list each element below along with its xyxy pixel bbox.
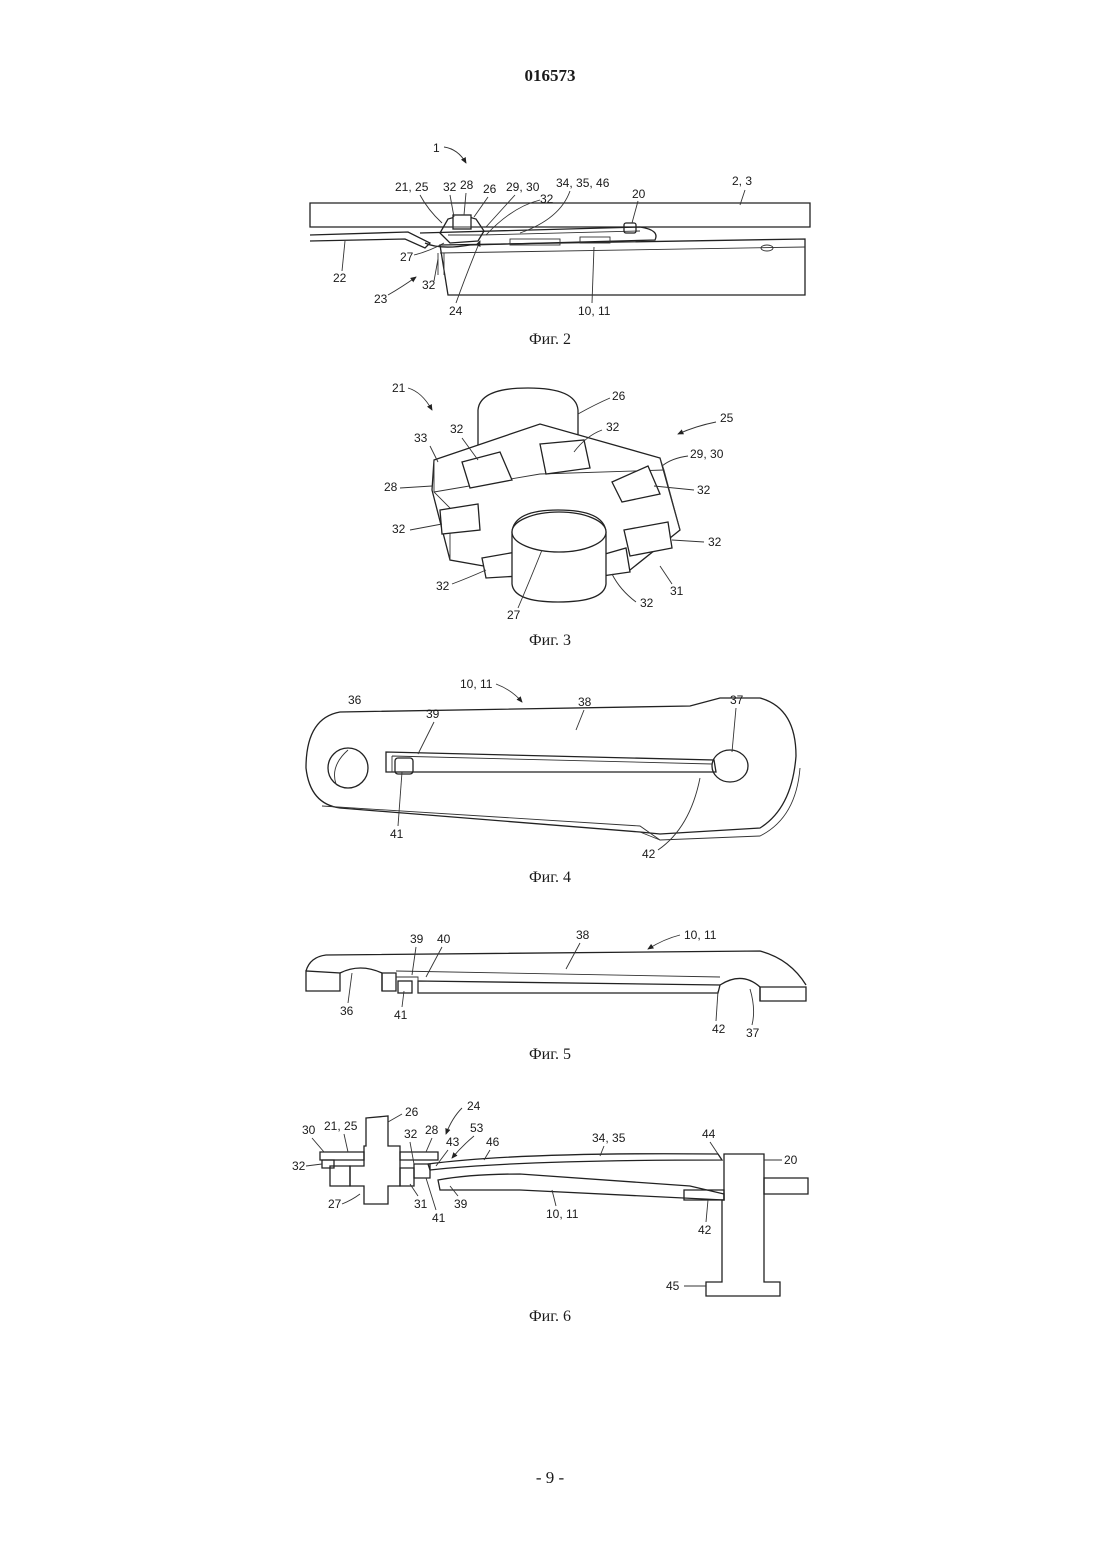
fig6-label-26: 26 [405, 1105, 419, 1119]
fig6-label-31: 31 [414, 1197, 428, 1211]
document-number: 016573 [0, 66, 1100, 86]
fig3-label-29-30: 29, 30 [690, 447, 724, 461]
figure-4: 10, 11 38 36 39 37 41 42 Фиг. 4 [0, 668, 1100, 898]
fig3-label-32f: 32 [436, 579, 450, 593]
fig6-label-41: 41 [432, 1211, 446, 1225]
fig2-label-21-25: 21, 25 [395, 180, 429, 194]
figure-6: 24 30 21, 25 26 32 28 53 43 46 34, 35 44… [0, 1090, 1100, 1330]
fig2-caption: Фиг. 2 [529, 331, 571, 348]
fig2-label-32b: 32 [540, 192, 554, 206]
fig3-label-32d: 32 [392, 522, 406, 536]
fig2-label-10-11: 10, 11 [578, 304, 611, 318]
fig3-label-32c: 32 [697, 483, 711, 497]
fig2-label-29-30: 29, 30 [506, 180, 540, 194]
fig6-label-39: 39 [454, 1197, 468, 1211]
wiper-arm [310, 232, 430, 248]
fig6-label-30: 30 [302, 1123, 316, 1137]
fig4-label-39: 39 [426, 707, 440, 721]
fig2-label-27: 27 [400, 250, 414, 264]
fig5-label-10-11: 10, 11 [684, 928, 717, 942]
hole-36 [328, 748, 368, 788]
fig3-label-32b: 32 [606, 420, 620, 434]
fig5-label-38: 38 [576, 928, 590, 942]
plate-section-body [418, 981, 720, 993]
fig2-label-22: 22 [333, 271, 347, 285]
fig2-label-32c: 32 [422, 278, 436, 292]
adapter-slide [420, 227, 656, 247]
fig3-caption: Фиг. 3 [529, 632, 571, 649]
fig6-label-20: 20 [784, 1153, 798, 1167]
fig2-label-24: 24 [449, 304, 463, 318]
fig6-label-21-25: 21, 25 [324, 1119, 358, 1133]
fig3-label-32e: 32 [708, 535, 722, 549]
fig4-label-36: 36 [348, 693, 362, 707]
fig3-label-28: 28 [384, 480, 398, 494]
fig6-label-24: 24 [467, 1099, 481, 1113]
fig6-label-44: 44 [702, 1127, 716, 1141]
fig6-label-43: 43 [446, 1135, 460, 1149]
figure-3: 21 26 25 33 32 32 29, 30 28 32 32 32 32 … [0, 370, 1100, 660]
fig4-label-42: 42 [642, 847, 656, 861]
fig6-label-34-35: 34, 35 [592, 1131, 626, 1145]
fig2-label-1: 1 [433, 141, 440, 155]
slot-39 [386, 752, 716, 772]
fig4-caption: Фиг. 4 [529, 869, 571, 886]
fig2-label-34-35-46: 34, 35, 46 [556, 176, 610, 190]
fig2-label-20: 20 [632, 187, 646, 201]
fig5-label-37: 37 [746, 1026, 760, 1040]
slide-plate [306, 698, 796, 834]
fig3-label-33: 33 [414, 431, 428, 445]
fig2-label-2-3: 2, 3 [732, 174, 752, 188]
fig3-label-25: 25 [720, 411, 734, 425]
fig5-label-36: 36 [340, 1004, 354, 1018]
fig3-label-27: 27 [507, 608, 521, 622]
rail-top [310, 203, 810, 227]
fig6-label-53: 53 [470, 1121, 484, 1135]
fig4-label-37: 37 [730, 693, 744, 707]
fig5-label-40: 40 [437, 932, 451, 946]
page-number: - 9 - [0, 1468, 1100, 1488]
fig2-label-28: 28 [460, 178, 474, 192]
fig5-label-39: 39 [410, 932, 424, 946]
fig3-label-26: 26 [612, 389, 626, 403]
fig2-label-32a: 32 [443, 180, 457, 194]
fig5-label-42: 42 [712, 1022, 726, 1036]
fig6-label-45: 45 [666, 1279, 680, 1293]
fig6-label-28: 28 [425, 1123, 439, 1137]
fig6-label-32a: 32 [404, 1127, 418, 1141]
fig4-label-10-11: 10, 11 [460, 677, 493, 691]
base-body [440, 239, 805, 295]
fig3-label-32a: 32 [450, 422, 464, 436]
fig4-label-38: 38 [578, 695, 592, 709]
fig5-caption: Фиг. 5 [529, 1046, 571, 1063]
hole-37 [712, 750, 748, 782]
spring-strip [428, 1154, 722, 1170]
fig5-label-41: 41 [394, 1008, 408, 1022]
fig4-label-41: 41 [390, 827, 404, 841]
figure-2: 1 21, 25 32 28 26 29, 30 34, 35, 46 32 2… [0, 135, 1100, 355]
slide-section [438, 1174, 724, 1200]
fig3-label-21: 21 [392, 381, 406, 395]
fig6-label-46: 46 [486, 1135, 500, 1149]
fig3-label-32g: 32 [640, 596, 654, 610]
fig6-label-32b: 32 [292, 1159, 306, 1173]
pin-20-section [706, 1154, 780, 1296]
fig3-label-31: 31 [670, 584, 684, 598]
fig2-label-26: 26 [483, 182, 497, 196]
fig6-caption: Фиг. 6 [529, 1308, 571, 1325]
figure-5: 39 40 38 10, 11 36 41 42 37 Фиг. 5 [0, 915, 1100, 1065]
fig6-label-42: 42 [698, 1223, 712, 1237]
fig6-label-27: 27 [328, 1197, 342, 1211]
fig6-label-10-11: 10, 11 [546, 1207, 579, 1221]
fig2-label-23: 23 [374, 292, 388, 306]
